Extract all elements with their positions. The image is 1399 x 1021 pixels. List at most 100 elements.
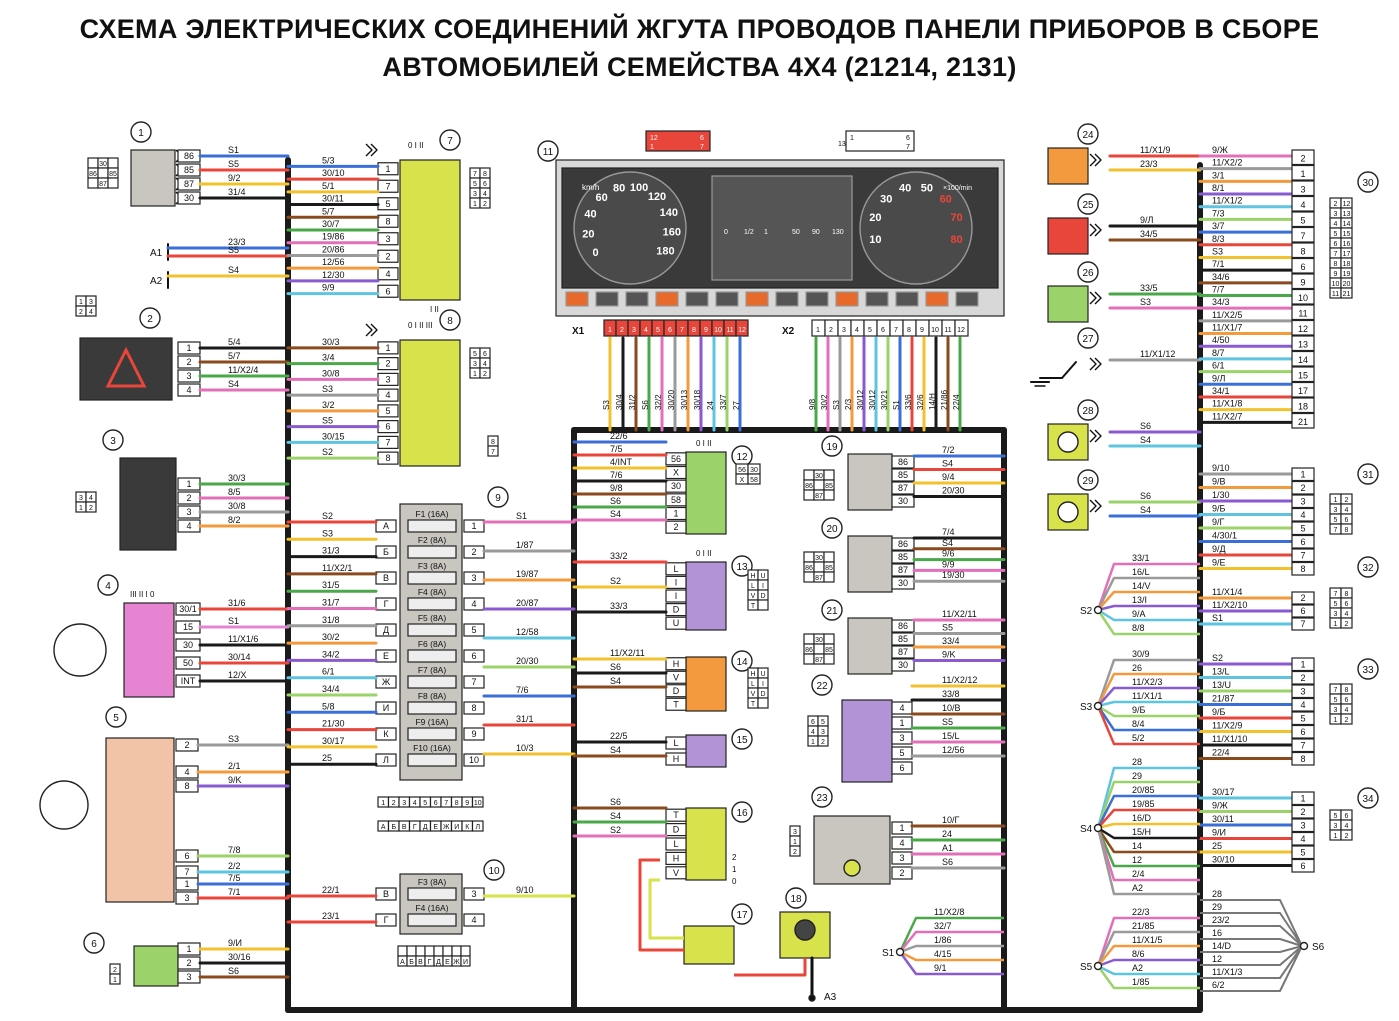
arrow-stroke [1089, 223, 1097, 237]
wire-label-30/13: 30/13 [680, 389, 689, 410]
pin-label: 2 [184, 740, 189, 750]
key-label: 2 [1345, 833, 1349, 840]
pin-label: Г [384, 599, 389, 609]
pin-label: 15 [1298, 371, 1308, 381]
key-label: X [740, 477, 745, 484]
key-cell [460, 945, 471, 957]
pin-30 [891, 576, 915, 590]
wire-label-20/30: 20/30 [516, 656, 539, 666]
wire-label-5/3: 5/3 [322, 155, 335, 165]
key-label: 2 [113, 967, 117, 974]
pin-3 [1291, 818, 1315, 833]
key-cell [823, 571, 835, 583]
wire-label-34/5: 34/5 [1140, 229, 1158, 239]
fuse-element [407, 571, 457, 585]
splice-label: S3 [1080, 702, 1093, 713]
pin-8 [1291, 561, 1315, 576]
tacho-tick: 70 [950, 212, 962, 224]
wire-label-S4: S4 [610, 745, 621, 755]
component-18: A3 [734, 911, 837, 1003]
key-label: V [751, 691, 756, 698]
wire-label-9/И: 9/И [228, 938, 242, 948]
key-label: 3 [1334, 707, 1338, 714]
key-label: 16 [1343, 241, 1351, 248]
key-label: Л [475, 824, 480, 831]
wire-label-30/10: 30/10 [1212, 855, 1235, 865]
pin-label: 87 [898, 647, 908, 657]
pin-label: 85 [184, 165, 194, 175]
pin-label: 5 [471, 625, 476, 635]
pin-label: 5 [1300, 216, 1305, 226]
wire-label-33/5: 33/5 [1140, 283, 1158, 293]
wire-1/85 [1096, 965, 1200, 990]
pin-8 [377, 214, 399, 228]
wire-label-S2: S2 [1212, 653, 1223, 663]
number-label: 25 [1082, 200, 1094, 211]
fuse-rating: F10 (16A) [413, 743, 451, 753]
wire-label-12: 12 [1212, 954, 1222, 964]
fuse-rating: F4 (8A) [418, 587, 447, 597]
wire-label-8/7: 8/7 [1212, 348, 1225, 358]
wire-6/2 [1200, 945, 1303, 992]
number-circle [1357, 658, 1379, 680]
wire-label-30/16: 30/16 [228, 952, 251, 962]
key-cell [406, 945, 417, 957]
pin-label: D [673, 605, 680, 615]
pin-V [665, 670, 687, 684]
key-label: 5 [473, 351, 477, 358]
wire-label-10/Г: 10/Г [942, 815, 960, 825]
key-cell [803, 571, 815, 583]
component-number-15: 15 [731, 728, 753, 750]
pin-label: L [673, 738, 678, 748]
splice-label: S4 [1080, 824, 1093, 835]
number-label: 22 [816, 681, 828, 692]
wire-label-14/V: 14/V [1132, 581, 1151, 591]
wire-label-7/5: 7/5 [228, 873, 241, 883]
component-number-10: 10 [483, 859, 505, 881]
component-number-23: 23 [811, 786, 833, 808]
speedometer-dial [573, 171, 687, 285]
wire-label-S3: S3 [832, 400, 841, 410]
component-number-25: 25 [1077, 193, 1099, 215]
wire-label-S4: S4 [942, 538, 953, 548]
wire-label-30/17: 30/17 [322, 736, 345, 746]
arrow-stroke [365, 323, 373, 337]
key-label: 86 [89, 171, 97, 178]
wire-label-9/A: 9/A [1132, 609, 1146, 619]
pin-X [665, 465, 687, 480]
wire-label-20/87: 20/87 [516, 598, 539, 608]
key-label: 2 [79, 309, 83, 316]
ground-label: A1 [150, 248, 163, 259]
temp-tick: 50 [792, 229, 800, 236]
fuse-element [407, 545, 457, 559]
pin-label: 1 [186, 944, 191, 954]
component-body [1047, 285, 1089, 323]
wire-label-11/X2/8: 11/X2/8 [934, 907, 964, 917]
wire-label-23/3: 23/3 [228, 237, 246, 247]
switch-positions-2: I II [430, 305, 439, 314]
wire-label-A2: A2 [1132, 963, 1143, 973]
pin-label: 4 [186, 385, 191, 395]
relay-body [847, 617, 893, 675]
key-label: 9 [1334, 271, 1338, 278]
component-number-3: 3 [102, 429, 124, 451]
speed-tick: 20 [582, 228, 594, 240]
lamp-icon [843, 859, 861, 877]
wire-label-26: 26 [1132, 663, 1142, 673]
tachometer-dial [859, 171, 973, 285]
pin-label: 6 [899, 763, 904, 773]
warning-lamp [895, 291, 919, 307]
key-label: 4 [1345, 507, 1349, 514]
key-cell [97, 167, 109, 179]
x2-pin [954, 319, 969, 337]
component-27: 11/X1/12 [1039, 349, 1202, 379]
pin-label: 4 [899, 703, 904, 713]
wire-label-S4: S4 [1140, 505, 1151, 515]
pin-label: К [383, 729, 389, 739]
socket-icon [39, 780, 89, 830]
